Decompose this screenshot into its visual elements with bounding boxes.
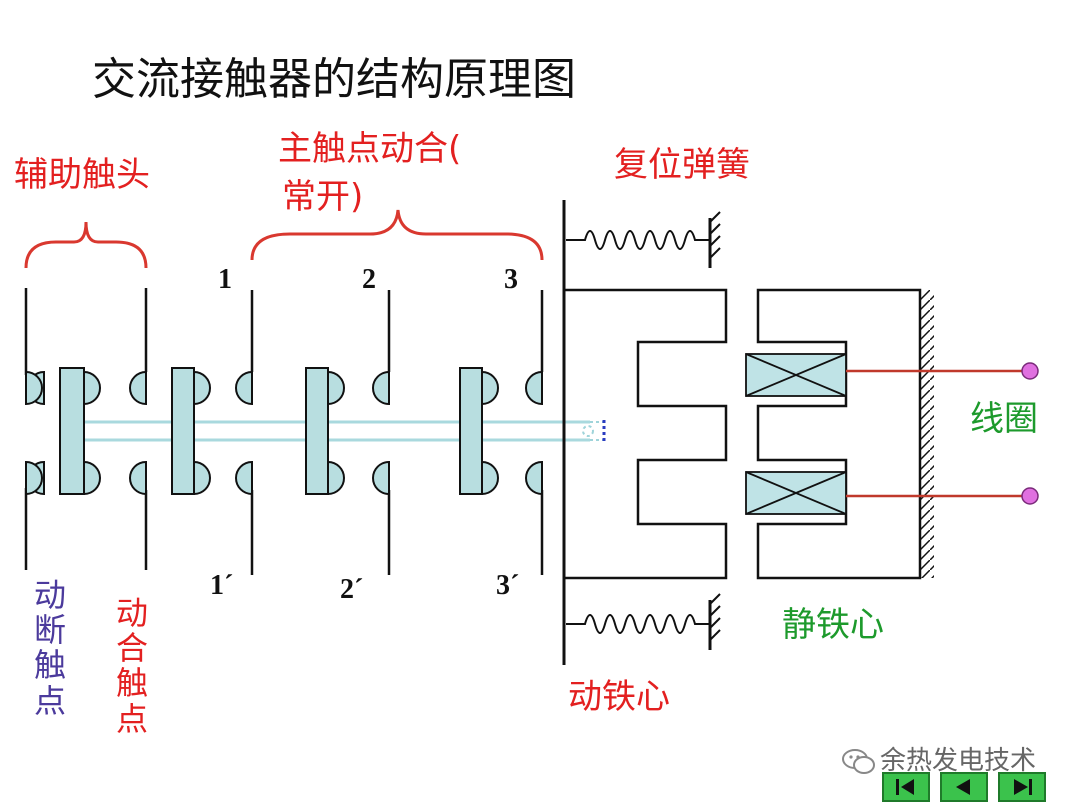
nav-prev-icon <box>956 779 970 795</box>
static-core-label: 静铁心 <box>782 605 884 645</box>
coil-lower <box>745 471 847 515</box>
moving-core <box>564 288 728 580</box>
terminal-1-bottom: 1´ <box>210 570 234 601</box>
wechat-icon <box>842 749 875 774</box>
reset-spring-label: 复位弹簧 <box>614 145 750 185</box>
terminal-3-bottom: 3´ <box>496 570 520 601</box>
terminal-1-top: 1 <box>218 264 232 295</box>
main-contacts-label-line2: 常开) <box>282 177 364 217</box>
nav-next-icon <box>1014 779 1032 795</box>
reset-spring-top <box>566 211 721 268</box>
nav-first-icon <box>896 779 914 795</box>
main-contacts-label-line1: 主触点动合( <box>278 129 462 169</box>
nav-first-button[interactable] <box>882 772 930 802</box>
terminal-3-top: 3 <box>504 264 518 295</box>
moving-break-contact-label: 动 断 触 点 <box>33 576 66 720</box>
static-core-hatch <box>920 290 934 578</box>
push-rod <box>72 420 590 442</box>
nav-next-button[interactable] <box>998 772 1046 802</box>
aux-contacts-brace <box>24 221 148 269</box>
moving-core-label: 动铁心 <box>568 677 670 717</box>
aux-contacts-label: 辅助触头 <box>14 155 150 195</box>
reset-spring-bottom <box>566 593 721 650</box>
coil-label: 线圈 <box>970 399 1038 439</box>
watermark-text: 余热发电技术 <box>880 746 1037 776</box>
terminal-wires <box>24 288 544 575</box>
terminal-2-top: 2 <box>362 264 376 295</box>
moving-contact-bars <box>59 367 483 495</box>
coil-leads <box>846 369 1024 498</box>
contact-bumps <box>25 370 543 496</box>
static-core <box>756 288 922 580</box>
page-title: 交流接触器的结构原理图 <box>92 54 576 105</box>
coil-upper <box>745 353 847 397</box>
nav-prev-button[interactable] <box>940 772 988 802</box>
push-rod-end <box>582 421 606 441</box>
coil-terminals <box>1021 362 1039 505</box>
main-contacts-brace <box>250 209 544 261</box>
moving-make-contact-label: 动 合 触 点 <box>115 594 148 738</box>
terminal-2-bottom: 2´ <box>340 574 364 605</box>
